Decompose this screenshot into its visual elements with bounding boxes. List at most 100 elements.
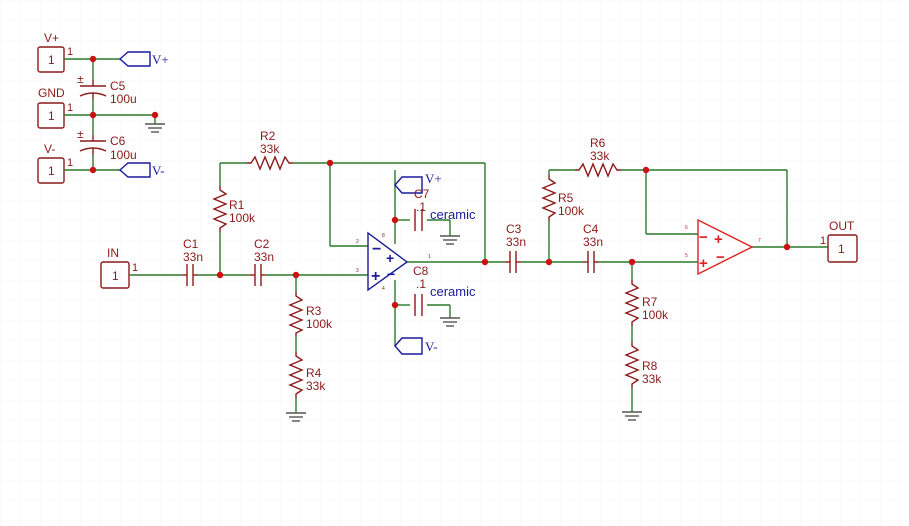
junction-dot bbox=[89, 55, 97, 63]
resistor-r6[interactable]: R6 33k bbox=[575, 136, 621, 178]
ground-symbol-r4 bbox=[286, 412, 306, 422]
capacitor-c6[interactable]: ± C6 100u bbox=[77, 127, 137, 162]
connector-gnd-label: GND bbox=[38, 86, 65, 100]
capacitor-c4[interactable]: C4 33n bbox=[583, 222, 603, 273]
ground-symbol-r8 bbox=[622, 411, 642, 421]
c8-note: ceramic bbox=[430, 284, 476, 299]
connector-out[interactable]: OUT 1 1 bbox=[820, 219, 858, 263]
c3-name: C3 bbox=[506, 222, 522, 236]
ground-symbol-power bbox=[145, 123, 165, 133]
junction-dot bbox=[391, 216, 399, 224]
u1-pin-vp: 8 bbox=[382, 233, 385, 239]
connector-gnd-pin: 1 bbox=[48, 109, 55, 123]
junction-dot bbox=[216, 271, 224, 279]
capacitor-c3[interactable]: C3 33n bbox=[505, 222, 526, 273]
c8-value: .1 bbox=[416, 277, 426, 291]
connector-in-label: IN bbox=[107, 246, 119, 260]
net-flag-vplus: V+ bbox=[118, 51, 169, 67]
net-flag-vplus-u1: V+ bbox=[394, 171, 442, 194]
capacitor-c5[interactable]: ± C5 100u bbox=[77, 72, 137, 106]
capacitor-c1[interactable]: C1 33n bbox=[182, 237, 203, 286]
c4-name: C4 bbox=[583, 222, 599, 236]
r5-name: R5 bbox=[558, 191, 574, 205]
c7-name: C7 bbox=[414, 187, 430, 201]
r1-value: 100k bbox=[229, 211, 256, 225]
junction-dot bbox=[628, 258, 636, 266]
connector-vminus-wire-pin: 1 bbox=[67, 157, 73, 169]
u2-plus: + bbox=[699, 255, 708, 272]
c7-note: ceramic bbox=[430, 207, 476, 222]
u1-supply-plus: + bbox=[386, 250, 394, 266]
capacitor-c8[interactable]: C8 .1 ceramic bbox=[413, 264, 476, 316]
opamp-u1[interactable]: − + + − 2 3 1 8 4 bbox=[356, 231, 431, 292]
net-flag-vplus-label: V+ bbox=[152, 52, 169, 67]
resistor-r8[interactable]: R8 33k bbox=[624, 342, 662, 388]
net-flag-vminus: V- bbox=[118, 162, 165, 178]
u2-pin-noninv: 5 bbox=[685, 253, 688, 259]
junction-dot bbox=[391, 301, 399, 309]
c6-polarity: ± bbox=[77, 127, 84, 141]
connector-vplus-pin: 1 bbox=[48, 53, 55, 67]
u1-supply-minus: − bbox=[387, 266, 395, 282]
junction-dot bbox=[151, 111, 159, 119]
u2-minus: − bbox=[699, 229, 708, 246]
capacitor-c7[interactable]: C7 .1 ceramic bbox=[414, 187, 476, 231]
r8-value: 33k bbox=[642, 372, 662, 386]
resistor-r4[interactable]: R4 33k bbox=[288, 352, 326, 398]
r5-value: 100k bbox=[558, 204, 585, 218]
net-flag-vminus-u1-label: V- bbox=[425, 339, 438, 354]
u1-pin-out: 1 bbox=[428, 254, 431, 260]
junction-dot bbox=[481, 258, 489, 266]
net-flag-vminus-label: V- bbox=[152, 163, 165, 178]
junction-dot bbox=[326, 159, 334, 167]
r6-name: R6 bbox=[590, 136, 606, 150]
r3-name: R3 bbox=[306, 304, 322, 318]
r8-name: R8 bbox=[642, 359, 658, 373]
u2-minus-bottom: − bbox=[716, 249, 725, 266]
r2-name: R2 bbox=[260, 129, 276, 143]
u2-pin-inv: 6 bbox=[685, 225, 688, 231]
connector-vplus-wire-pin: 1 bbox=[67, 46, 73, 58]
net-flag-vplus-u1-label: V+ bbox=[425, 171, 442, 186]
resistor-r7[interactable]: R7 100k bbox=[624, 280, 669, 326]
u2-pin-out: 7 bbox=[758, 238, 761, 244]
ground-symbol-c7 bbox=[440, 235, 460, 245]
c4-value: 33n bbox=[583, 235, 603, 249]
junction-dot bbox=[545, 258, 553, 266]
r4-value: 33k bbox=[306, 379, 326, 393]
connector-vminus-pin: 1 bbox=[48, 164, 55, 178]
u1-pin-noninv: 3 bbox=[356, 268, 359, 274]
connector-out-pin: 1 bbox=[838, 242, 845, 256]
u1-supply-wires bbox=[394, 170, 451, 346]
c6-name: C6 bbox=[110, 134, 126, 148]
r4-name: R4 bbox=[306, 366, 322, 380]
resistor-r2[interactable]: R2 33k bbox=[247, 129, 293, 171]
r1-name: R1 bbox=[229, 198, 245, 212]
junction-dot bbox=[783, 243, 791, 251]
resistor-r3[interactable]: R3 100k bbox=[288, 292, 333, 336]
junction-dot bbox=[89, 111, 97, 119]
r2-value: 33k bbox=[260, 142, 280, 156]
connector-out-wire-pin: 1 bbox=[820, 235, 826, 247]
r7-name: R7 bbox=[642, 295, 658, 309]
c5-value: 100u bbox=[110, 92, 137, 106]
c5-polarity: ± bbox=[77, 72, 84, 86]
r6-value: 33k bbox=[590, 149, 610, 163]
capacitor-c2[interactable]: C2 33n bbox=[250, 237, 274, 286]
resistor-r1[interactable]: R1 100k bbox=[212, 186, 256, 232]
u2-minus-top: + bbox=[714, 231, 723, 248]
c6-value: 100u bbox=[110, 148, 137, 162]
c5-name: C5 bbox=[110, 79, 126, 93]
u1-pin-inv: 2 bbox=[356, 239, 359, 245]
stage1-wires bbox=[129, 162, 505, 413]
connector-in-pin: 1 bbox=[112, 269, 119, 283]
c1-value: 33n bbox=[183, 250, 203, 264]
u1-pin-vm: 4 bbox=[382, 286, 385, 292]
opamp-u2[interactable]: + − + − 6 5 7 bbox=[685, 218, 761, 276]
connector-vminus-label: V- bbox=[44, 142, 55, 156]
c8-name: C8 bbox=[413, 264, 429, 278]
connector-in-wire-pin: 1 bbox=[132, 262, 138, 274]
resistor-r5[interactable]: R5 100k bbox=[541, 175, 585, 221]
